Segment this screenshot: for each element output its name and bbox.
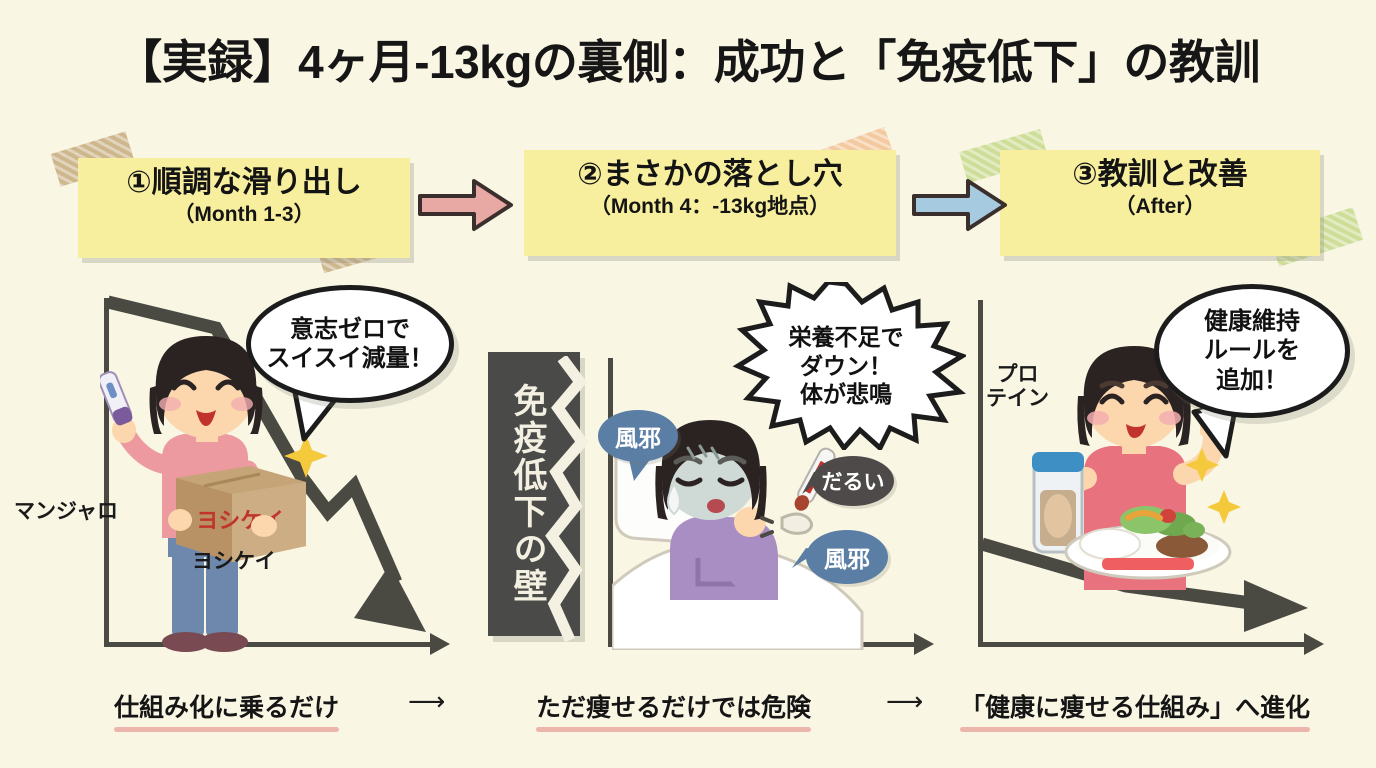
speech-bubble-stage3-line1: 健康維持 bbox=[1204, 308, 1300, 336]
stage1-caption-underline bbox=[114, 727, 340, 732]
speech-bubble-stage3-line2: ルールを bbox=[1204, 337, 1300, 365]
stage3-chart-x-axis bbox=[978, 642, 1308, 647]
speech-bubble-stage1: 意志ゼロで スイスイ減量！ bbox=[246, 285, 454, 403]
stage1-chart-x-axis-arrowhead bbox=[430, 633, 450, 655]
stage1-chart-y-axis bbox=[104, 298, 109, 646]
stage-header-2-title: ②まさかの落とし穴 bbox=[577, 158, 843, 191]
label-protein: プロ テイン bbox=[986, 363, 1049, 411]
speech-bubble-stage2-line2: ダウン！ bbox=[800, 352, 892, 379]
stage3-caption: 「健康に痩せる仕組み」へ進化 bbox=[960, 688, 1311, 732]
caption-arrow-1-icon: ⟶ bbox=[408, 686, 446, 716]
stage1-chart-x-axis bbox=[104, 642, 434, 647]
wall-crack-icon bbox=[545, 356, 589, 642]
stage-header-2: ②まさかの落とし穴 （Month 4：-13kg地点） bbox=[524, 150, 896, 256]
mini-bubble-cold-1: 風邪 bbox=[598, 410, 678, 462]
label-yoshikei: ヨシケイ bbox=[192, 550, 276, 573]
page-title: 【実録】4ヶ月-13kgの裏側：成功と「免疫低下」の教訓 bbox=[116, 36, 1260, 88]
speech-bubble-stage3: 健康維持 ルールを 追加！ bbox=[1154, 284, 1350, 418]
stage1-weight-trend-line bbox=[106, 295, 426, 632]
immunity-drop-wall-text: 免疫低下の壁 bbox=[508, 383, 546, 605]
label-manjaro: マンジャロ bbox=[14, 500, 118, 523]
label-protein-line2: テイン bbox=[986, 387, 1049, 411]
stage1-illustration-woman-with-delivery-box: ヨシケイ bbox=[100, 336, 328, 652]
stage1-caption-text: 仕組み化に乗るだけ bbox=[114, 694, 340, 722]
stage-header-3-subtitle: （After） bbox=[1114, 194, 1206, 218]
stage-header-3-title: ③教訓と改善 bbox=[1072, 158, 1248, 191]
arrow-stage2-to-stage3-icon bbox=[912, 179, 1007, 231]
arrow-stage1-to-stage2-icon bbox=[418, 179, 513, 231]
stage2-chart-x-axis-arrowhead bbox=[914, 633, 934, 655]
stage3-illustration-healthy-woman bbox=[1032, 346, 1241, 590]
stage1-caption: 仕組み化に乗るだけ bbox=[114, 688, 340, 732]
stage-header-1-subtitle: （Month 1-3） bbox=[173, 202, 315, 226]
stage-header-3: ③教訓と改善 （After） bbox=[1000, 150, 1320, 256]
label-protein-line1: プロ bbox=[996, 363, 1039, 386]
stage2-caption-underline bbox=[536, 727, 812, 732]
speech-bubble-stage1-line1: 意志ゼロで bbox=[290, 315, 410, 343]
stage2-illustration-sick-woman-in-bed bbox=[612, 420, 864, 650]
mini-bubble-tired: だるい bbox=[812, 456, 894, 506]
mini-bubble-cold-2-text: 風邪 bbox=[824, 546, 870, 572]
stage3-chart-y-axis bbox=[978, 300, 983, 646]
burst-bubble-shape bbox=[732, 279, 968, 453]
mini-bubble-cold-2: 風邪 bbox=[806, 530, 888, 584]
caption-arrow-2-icon: ⟶ bbox=[886, 686, 924, 716]
speech-bubble-stage2: 栄養不足で ダウン！ 体が悲鳴 bbox=[726, 279, 968, 453]
speech-bubble-stage3-line3: 追加！ bbox=[1216, 366, 1288, 394]
speech-bubble-stage2-line3: 体が悲鳴 bbox=[800, 381, 892, 408]
stage-header-2-subtitle: （Month 4：-13kg地点） bbox=[589, 194, 831, 218]
speech-bubble-stage2-line1: 栄養不足で bbox=[788, 324, 904, 351]
stage2-caption: ただ痩せるだけでは危険 bbox=[536, 688, 812, 732]
mini-bubble-cold-1-text: 風邪 bbox=[615, 425, 661, 451]
stage2-chart-y-axis bbox=[608, 358, 613, 646]
stage3-chart-x-axis-arrowhead bbox=[1304, 633, 1324, 655]
stage-header-1-title: ①順調な滑り出し bbox=[126, 166, 362, 199]
stage3-caption-text: 「健康に痩せる仕組み」へ進化 bbox=[960, 694, 1311, 722]
mini-bubble-tired-text: だるい bbox=[821, 471, 885, 494]
speech-bubble-stage1-line2: スイスイ減量！ bbox=[266, 345, 434, 372]
stage-header-1: ①順調な滑り出し （Month 1-3） bbox=[78, 158, 410, 258]
stage3-caption-underline bbox=[960, 727, 1311, 732]
stage2-caption-text: ただ痩せるだけでは危険 bbox=[536, 694, 812, 722]
